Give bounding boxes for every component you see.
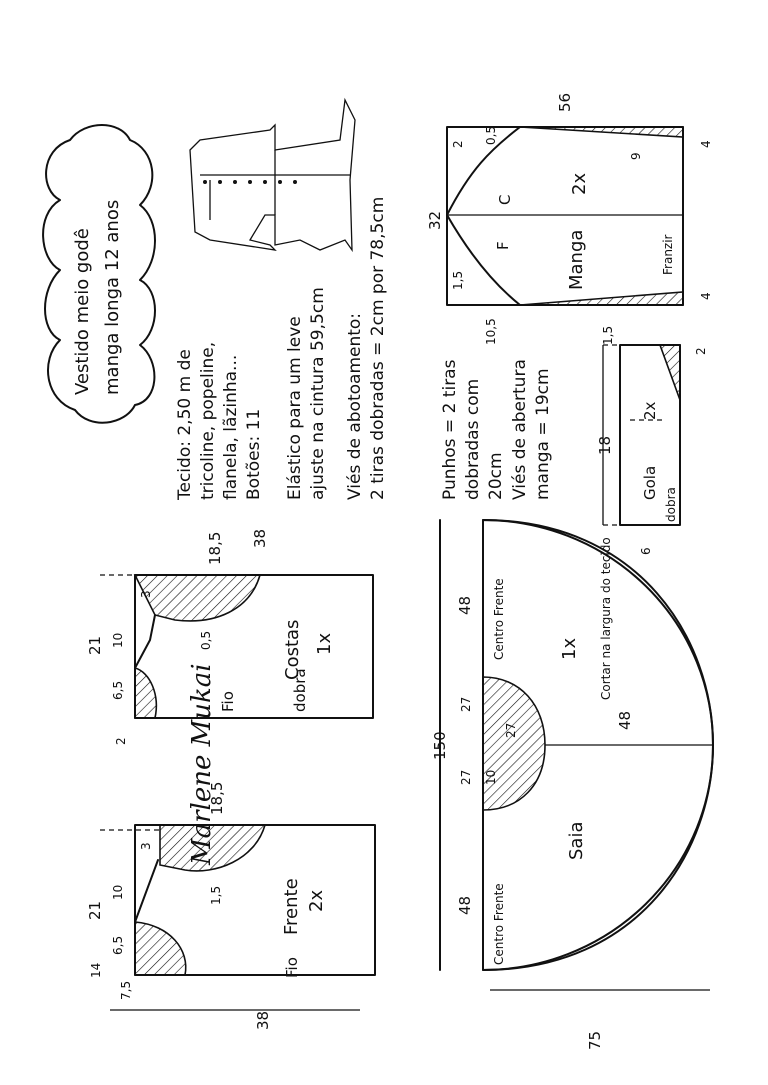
gola-name: Gola — [641, 466, 659, 500]
manga-dim-0-5: 0,5 — [484, 126, 498, 145]
saia-dim-48c: 48 — [616, 711, 634, 730]
note-tecido3: flanela, lãzinha... — [221, 355, 241, 500]
frente-dim-1-5: 1,5 — [209, 886, 223, 905]
note-vies2: 2 tiras dobradas = 2cm por 78,5cm — [368, 197, 388, 500]
manga-label-c: C — [496, 195, 514, 205]
gola-dobra: dobra — [664, 487, 678, 522]
frente-dim-3: 3 — [139, 842, 153, 850]
cuff-notes: Punhos = 2 tiras dobradas com 20cm Viés … — [440, 359, 553, 500]
costas-dim-21: 21 — [86, 636, 104, 655]
costas-dim-6-5: 6,5 — [111, 681, 125, 700]
manga-dim-9: 9 — [629, 152, 643, 160]
saia-dim-150: 150 — [431, 731, 449, 760]
note-elastico2: ajuste na cintura 59,5cm — [308, 287, 328, 500]
note-vies-manga: Viés de abertura — [510, 359, 530, 500]
title-cloud: Vestido meio godê manga longa 12 anos — [42, 124, 156, 424]
manga-dim-2: 2 — [451, 140, 465, 148]
note-botoes: Botões: 11 — [244, 409, 264, 500]
gola-piece: Gola 2x dobra 18 1,5 2 6 — [596, 326, 708, 555]
frente-dim-7-5: 7,5 — [119, 981, 133, 1000]
manga-dim-4b: 4 — [699, 292, 713, 300]
costas-dim-18-5: 18,5 — [206, 532, 224, 565]
manga-dim-56: 56 — [556, 93, 574, 112]
saia-centro2: Centro Frente — [492, 883, 506, 965]
note-punhos: Punhos = 2 tiras — [440, 359, 460, 500]
costas-piece: Costas 1x Fio dobra 21 6,5 10 18,5 38 0,… — [86, 529, 374, 745]
frente-name: Frente — [281, 878, 302, 935]
saia-dim-48b: 48 — [456, 896, 474, 915]
frente-dim-18-5: 18,5 — [208, 782, 226, 815]
title-line1: Vestido meio godê — [72, 228, 93, 395]
costas-dobra: dobra — [291, 668, 309, 712]
note-vies-manga2: manga = 19cm — [533, 368, 553, 500]
saia-count: 1x — [559, 638, 580, 660]
costas-name: Costas — [282, 620, 303, 680]
title-line2: manga longa 12 anos — [102, 200, 123, 395]
frente-count: 2x — [306, 890, 327, 912]
dress-sketch — [189, 97, 356, 253]
manga-piece: Manga 2x Franzir C F 56 32 0,5 2 4 4 9 1… — [426, 93, 713, 345]
manga-dim-1-5: 1,5 — [451, 271, 465, 290]
dress-buttons — [203, 180, 297, 184]
costas-count: 1x — [314, 633, 335, 655]
saia-name: Saia — [566, 822, 587, 861]
note-elastico: Elástico para um leve — [285, 316, 305, 500]
costas-dim-0-5: 0,5 — [199, 631, 213, 650]
saia-centro1: Centro Frente — [492, 578, 506, 660]
costas-dim-3: 3 — [139, 590, 153, 598]
manga-dim-10-5: 10,5 — [484, 318, 498, 345]
signature: Marlene Mukai — [187, 663, 217, 866]
manga-dim-32: 32 — [426, 211, 444, 230]
note-vies: Viés de abotoamento: — [345, 313, 365, 500]
costas-dim-10: 10 — [111, 633, 125, 648]
frente-dim-21: 21 — [86, 901, 104, 920]
gola-dim-1-5: 1,5 — [601, 326, 615, 345]
manga-franzir: Franzir — [661, 234, 675, 275]
note-punhos2: dobradas com — [463, 379, 483, 500]
saia-note: Cortar na largura do tecido — [599, 537, 613, 700]
saia-dim-27a: 27 — [459, 697, 473, 712]
manga-label-f: F — [494, 241, 512, 250]
manga-dim-4a: 4 — [699, 140, 713, 148]
saia-piece: Saia 1x Cortar na largura do tecido Cent… — [431, 519, 714, 1050]
saia-dim-27b: 27 — [459, 770, 473, 785]
manga-name: Manga — [566, 230, 587, 290]
frente-piece: Frente 2x Fio 21 6,5 10 18,5 38 1,5 3 7,… — [86, 782, 376, 1030]
frente-dim-38: 38 — [254, 1011, 272, 1030]
manga-count: 2x — [569, 173, 590, 195]
saia-dim-27c: 27 — [504, 723, 518, 738]
frente-fio: Fio — [283, 957, 301, 978]
note-punhos3: 20cm — [486, 452, 506, 500]
costas-dim-38: 38 — [251, 529, 269, 548]
costas-dim-2: 2 — [114, 737, 128, 745]
costas-fio: Fio — [219, 691, 237, 712]
frente-dim-10: 10 — [111, 885, 125, 900]
saia-dim-75: 75 — [586, 1031, 604, 1050]
frente-dim-14: 14 — [89, 963, 103, 978]
note-tecido2: tricoline, popeline, — [198, 342, 218, 500]
materials-notes: Tecido: 2,50 m de tricoline, popeline, f… — [175, 197, 388, 501]
gola-dim-18: 18 — [596, 436, 614, 455]
saia-dim-48a: 48 — [456, 596, 474, 615]
gola-count: 2x — [641, 401, 659, 420]
gola-dim-6: 6 — [639, 547, 653, 555]
gola-dim-2: 2 — [694, 347, 708, 355]
saia-dim-10: 10 — [484, 770, 498, 785]
note-tecido: Tecido: 2,50 m de — [175, 349, 195, 501]
frente-dim-6-5: 6,5 — [111, 936, 125, 955]
